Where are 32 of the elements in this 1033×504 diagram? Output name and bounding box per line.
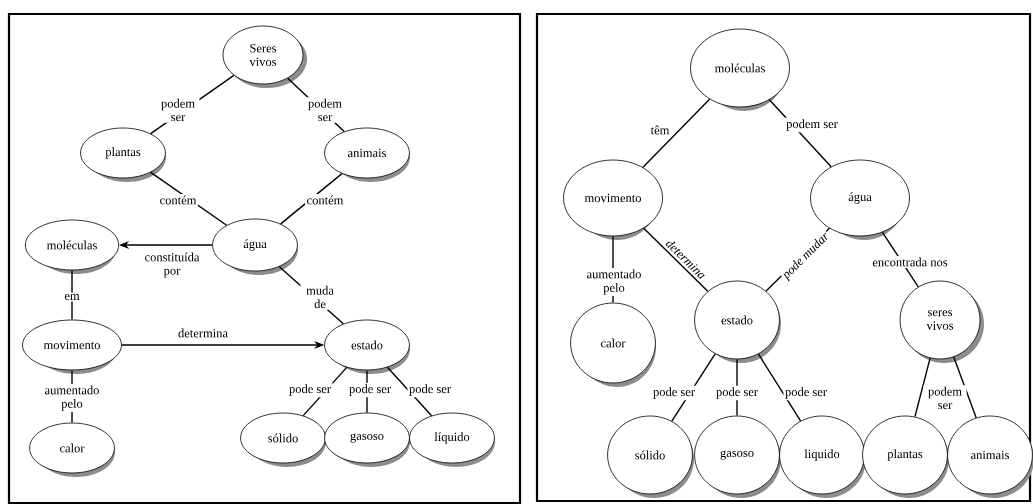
connector-line: [757, 353, 802, 422]
edge-label: pode ser: [783, 385, 829, 401]
edge-label: pode ser: [651, 385, 697, 401]
node-label: gasoso: [720, 450, 754, 460]
edge-label: pode ser: [714, 385, 760, 401]
edge-label: constituída por: [139, 251, 205, 279]
edge-label: pode ser: [287, 382, 333, 398]
edge-label: podem ser: [156, 97, 200, 123]
edge-label: podem ser: [784, 117, 840, 133]
edge-label: determina: [176, 327, 230, 339]
connector-line: [71, 269, 73, 321]
connector-line: [914, 357, 931, 418]
edge-label: contém: [305, 194, 345, 206]
connector-line: [386, 366, 433, 417]
connector-line: [642, 98, 711, 168]
edge-label: muda de: [300, 284, 340, 310]
connector-line: [953, 356, 977, 419]
edge-label: encontrada nos: [870, 256, 950, 268]
edge-label: pode ser: [347, 382, 393, 398]
node-label: plantas: [887, 449, 923, 461]
node-label: liquido: [804, 449, 840, 461]
edge-label: têm: [649, 124, 671, 136]
edge-label: podem ser: [923, 385, 967, 411]
node-label: sólido: [635, 450, 665, 460]
edge-label: em: [62, 292, 82, 302]
edge-label: contém: [158, 194, 198, 206]
edge-label: aumentado pelo: [579, 268, 649, 296]
node-label: animais: [971, 450, 1009, 460]
edge-label: aumentado pelo: [37, 384, 107, 412]
edge-label: podem ser: [303, 97, 347, 123]
edge-label: pode ser: [407, 382, 453, 398]
connector-line: [643, 227, 709, 292]
